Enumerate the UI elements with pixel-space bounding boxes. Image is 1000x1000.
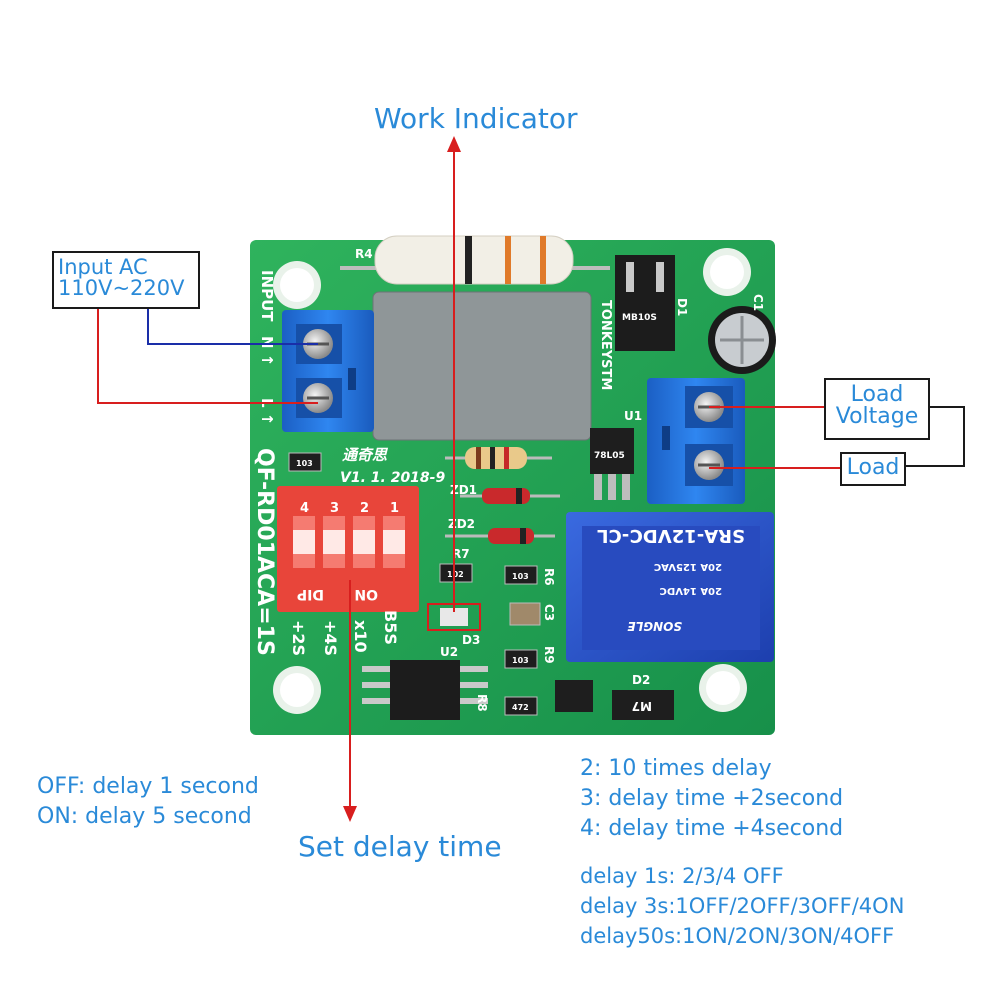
relay <box>566 512 774 662</box>
silk-version: V1. 1. 2018-9 <box>340 470 445 486</box>
load-voltage-box: Load Voltage <box>824 378 930 440</box>
dip-label-on: ON <box>354 586 378 602</box>
relay-rating-ac: 20A 125VAC <box>654 561 722 572</box>
example-delay-1s: delay 1s: 2/3/4 OFF <box>580 864 784 888</box>
ref-c1: C1 <box>751 294 765 311</box>
x2-capacitor <box>372 291 592 441</box>
work-indicator-label: Work Indicator <box>374 102 578 135</box>
silk-b5s: B5S <box>381 610 400 645</box>
electrolytic-capacitor <box>708 306 776 374</box>
switch1-off-note: OFF: delay 1 second <box>37 774 259 799</box>
smd-code-102: 102 <box>447 570 464 579</box>
ref-d1: D1 <box>675 298 689 316</box>
input-ac-label: Input AC <box>58 255 148 279</box>
zener-diodes <box>445 488 560 544</box>
smd-code-472: 472 <box>512 703 529 712</box>
smd-code-103-a: 103 <box>296 459 313 468</box>
input-n-wire <box>147 306 318 345</box>
example-delay-50s: delay50s:1ON/2ON/3ON/4OFF <box>580 924 895 948</box>
diode-d2 <box>612 690 674 720</box>
work-indicator-arrow <box>447 136 461 612</box>
regulator-u1 <box>590 428 634 500</box>
transistor <box>555 680 593 712</box>
silk-n: N ↑ <box>258 336 276 366</box>
ref-r7: R7 <box>452 547 470 561</box>
relay-brand: SONGLE <box>627 619 682 633</box>
smd-code-103-c: 103 <box>512 656 529 665</box>
ref-zd1: ZD1 <box>450 483 477 497</box>
smd-code-103-b: 103 <box>512 572 529 581</box>
dip-number-4: 4 <box>300 501 309 516</box>
silk-model: QF-RD01ACA=1S <box>252 448 277 656</box>
dip-label-dip: DIP <box>297 586 324 602</box>
relay-rating-dc: 20A 14VDC <box>660 585 722 596</box>
ic-u2 <box>362 660 488 720</box>
silk-plus2s: +2S <box>289 620 308 656</box>
regulator-label: 78L05 <box>594 451 625 461</box>
output-terminal-block <box>647 378 745 504</box>
smd-components <box>288 452 541 716</box>
ref-u1: U1 <box>624 409 642 423</box>
load-voltage-label-2: Voltage <box>835 404 919 429</box>
switch3-note: 3: delay time +2second <box>580 786 844 811</box>
input-l-wire <box>97 306 318 404</box>
switch4-note: 4: delay time +4second <box>580 816 844 841</box>
ref-r8: R8 <box>475 694 489 712</box>
silk-plus4s: +4S <box>321 620 340 656</box>
relay-model: SRA-12VDC-CL <box>597 525 745 546</box>
silk-chinese: 通奇思 <box>342 446 389 464</box>
dip-switch <box>277 486 419 612</box>
set-delay-arrow <box>343 580 357 822</box>
load-box: Load <box>840 452 906 486</box>
silk-brand: TONKEYSTM <box>598 300 613 390</box>
ref-r6: R6 <box>542 568 556 586</box>
switch1-on-note: ON: delay 5 second <box>37 804 252 829</box>
diode-d2-label: M7 <box>632 699 652 713</box>
ref-r9: R9 <box>542 646 556 664</box>
dip-number-1: 1 <box>390 501 399 516</box>
input-ac-box: Input AC 110V~220V <box>52 251 200 309</box>
ref-r4: R4 <box>355 247 373 261</box>
dip-number-2: 2 <box>360 501 369 516</box>
ref-c3: C3 <box>542 604 556 621</box>
signal-resistor <box>445 447 552 469</box>
load-voltage-label-1: Load <box>850 382 904 407</box>
load-label: Load <box>846 455 900 480</box>
input-ac-voltage: 110V~220V <box>58 276 185 300</box>
dip-number-3: 3 <box>330 501 339 516</box>
bridge-rectifier-d1 <box>615 255 675 351</box>
silk-x10: x10 <box>351 620 370 653</box>
load-bracket <box>904 406 965 467</box>
silk-input: INPUT <box>258 270 276 322</box>
bridge-label: MB10S <box>622 313 657 323</box>
ref-d2: D2 <box>632 673 650 687</box>
example-delay-3s: delay 3s:1OFF/2OFF/3OFF/4ON <box>580 894 905 918</box>
ref-u2: U2 <box>440 645 458 659</box>
silk-l: L ↑ <box>258 398 276 425</box>
ref-d3: D3 <box>462 633 480 647</box>
switch2-note: 2: 10 times delay <box>580 756 772 781</box>
set-delay-time-label: Set delay time <box>298 830 502 863</box>
ref-zd2: ZD2 <box>448 517 475 531</box>
mounting-holes <box>273 248 751 714</box>
power-resistor-r4 <box>340 235 610 285</box>
input-terminal-block <box>282 310 374 432</box>
